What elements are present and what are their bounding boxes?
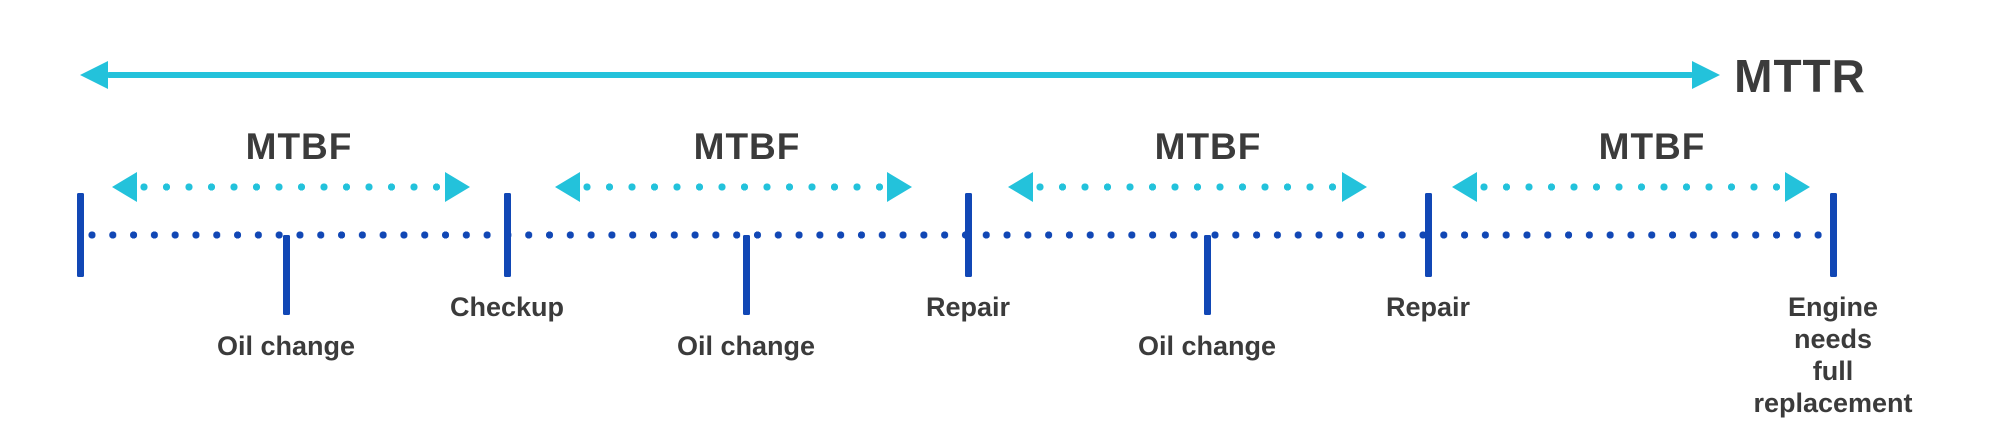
mtbf-label: MTBF xyxy=(693,126,801,167)
timeline-tick xyxy=(503,193,511,277)
maintenance-tick xyxy=(282,235,290,315)
mtbf-shaft xyxy=(1036,183,1339,191)
mtbf-arrowhead-left-icon xyxy=(555,172,580,202)
timeline-tick xyxy=(1829,193,1837,277)
mttr-arrowhead-right-icon xyxy=(1692,61,1720,89)
mttr-arrowhead-left-icon xyxy=(80,61,108,89)
maintenance-label: Oil change xyxy=(1137,331,1277,361)
mtbf-arrowhead-right-icon xyxy=(445,172,470,202)
timeline-tick xyxy=(76,193,84,277)
mtbf-arrowhead-right-icon xyxy=(887,172,912,202)
mtbf-label: MTBF xyxy=(1154,126,1262,167)
mtbf-shaft xyxy=(140,183,442,191)
mtbf-arrowhead-right-icon xyxy=(1785,172,1810,202)
mtbf-shaft xyxy=(1480,183,1782,191)
event-label: Repair xyxy=(925,292,1011,322)
maintenance-label: Oil change xyxy=(216,331,356,361)
maintenance-label: Oil change xyxy=(676,331,816,361)
timeline-tick xyxy=(1424,193,1432,277)
maintenance-tick xyxy=(1203,235,1211,315)
mtbf-label: MTBF xyxy=(245,126,353,167)
mtbf-arrowhead-left-icon xyxy=(1008,172,1033,202)
timeline-dotted-line xyxy=(88,231,1825,239)
maintenance-tick xyxy=(742,235,750,315)
mttr-label: MTTR xyxy=(1734,50,1866,102)
event-label: Repair xyxy=(1385,292,1471,322)
event-label: Engine needs full replacement xyxy=(1753,292,1913,418)
mtbf-arrowhead-left-icon xyxy=(1452,172,1477,202)
event-label: Checkup xyxy=(449,292,565,322)
mttr-shaft xyxy=(106,72,1694,78)
mtbf-arrowhead-right-icon xyxy=(1342,172,1367,202)
mtbf-label: MTBF xyxy=(1598,126,1706,167)
timeline-tick xyxy=(964,193,972,277)
mtbf-shaft xyxy=(583,183,884,191)
mtbf-arrowhead-left-icon xyxy=(112,172,137,202)
